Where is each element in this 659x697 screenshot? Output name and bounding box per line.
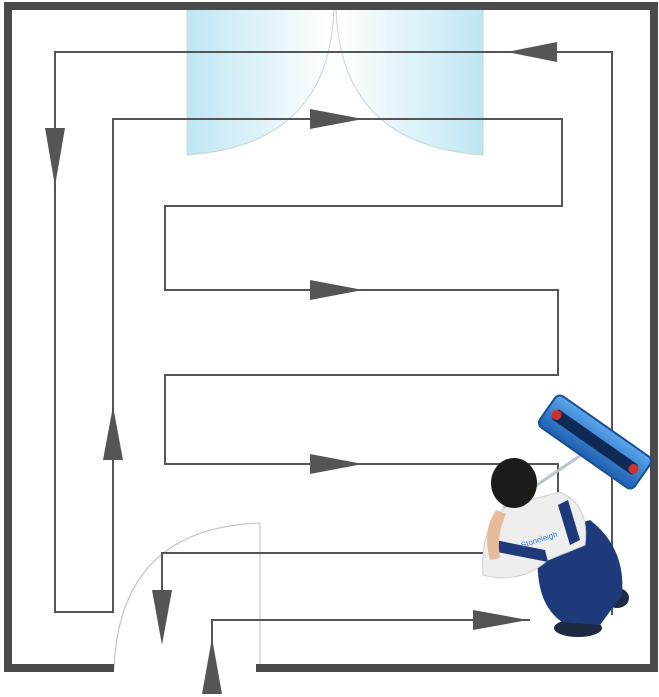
wall-left-top-right	[4, 2, 658, 672]
cleaning-route	[54, 51, 613, 630]
overall-strap	[495, 540, 548, 562]
arrow-right-icon	[310, 109, 363, 129]
cleaner-head	[491, 458, 537, 508]
mop-head	[537, 394, 653, 490]
arrow-up-icon	[202, 638, 222, 694]
arrow-right-icon	[310, 280, 363, 300]
glass-door-right-leaf	[335, 7, 484, 156]
overall-strap	[558, 500, 580, 545]
cleaner-figure: Stoneleigh	[482, 394, 653, 637]
room-walls	[4, 2, 658, 672]
direction-arrows	[45, 42, 557, 694]
arrow-down-icon	[45, 128, 65, 186]
glass-door	[186, 7, 484, 156]
arrow-down-icon	[152, 590, 172, 645]
exit-door-swing-arc	[113, 522, 261, 669]
arrow-up-icon	[103, 406, 123, 460]
exit-door	[113, 522, 261, 669]
arrow-right-icon	[310, 454, 363, 474]
glass-door-left-leaf	[186, 7, 335, 156]
arrow-left-icon	[507, 42, 557, 62]
arrow-right-icon	[473, 610, 528, 630]
cleaner-arm	[487, 510, 506, 560]
